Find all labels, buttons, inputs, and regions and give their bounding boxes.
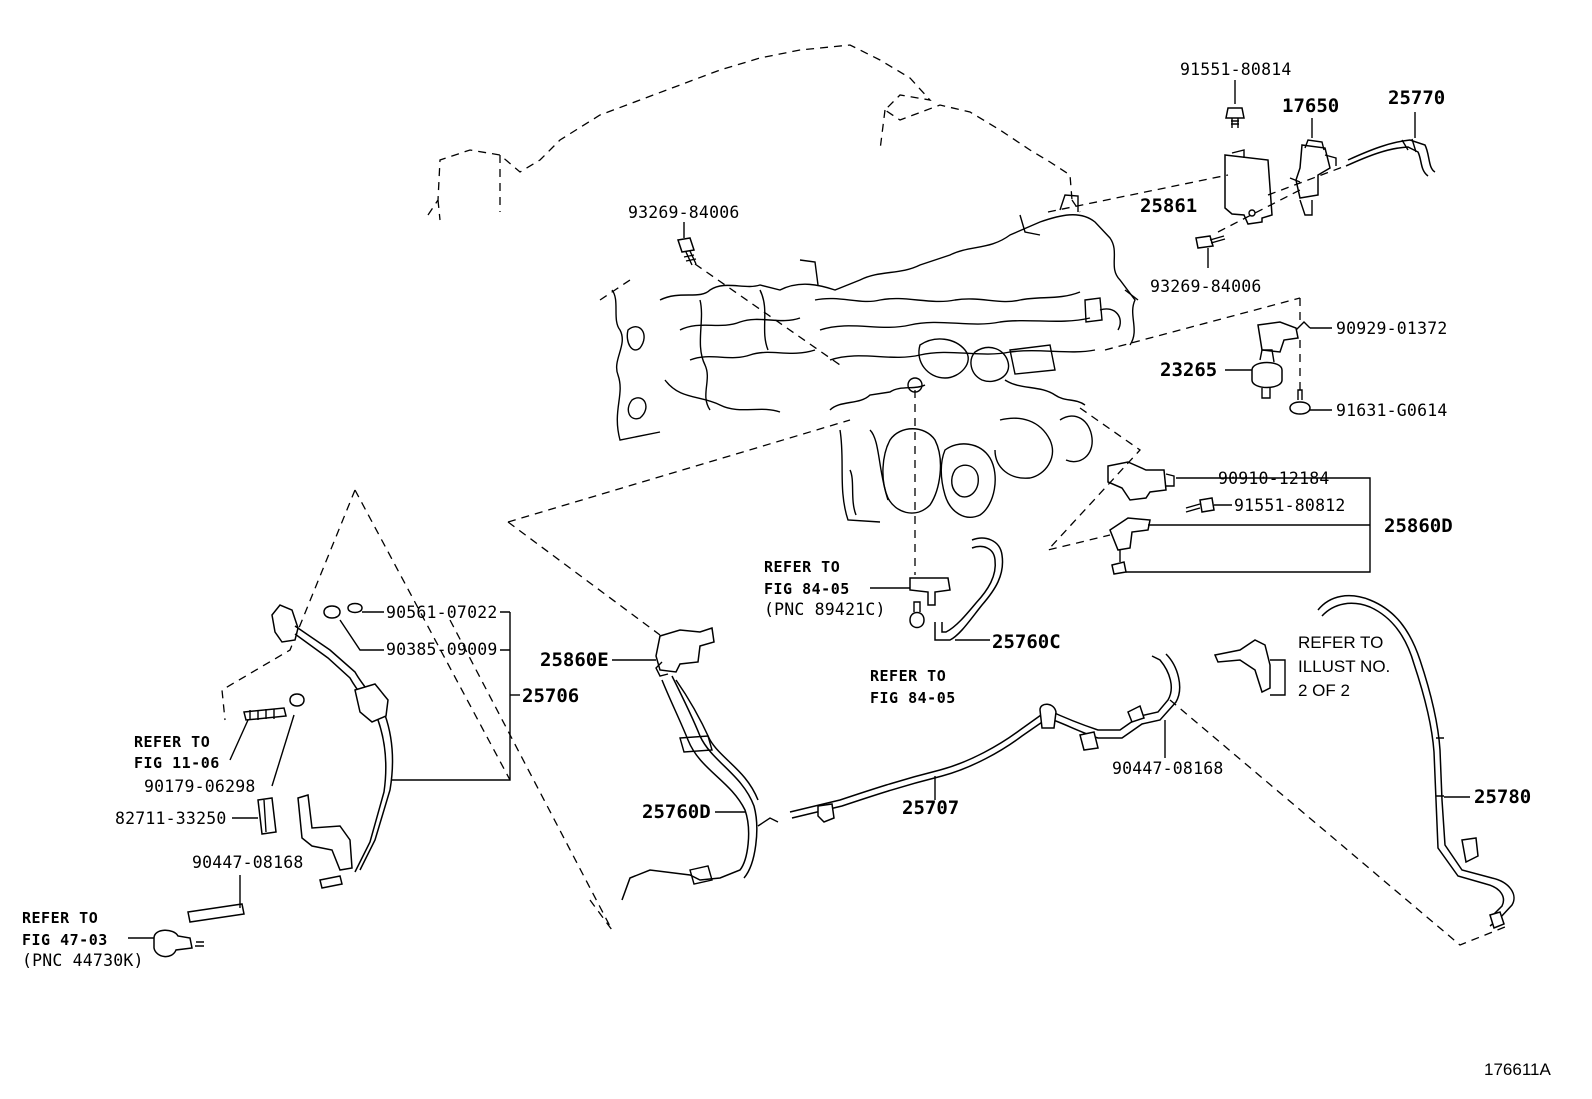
bolt-93269-84006-left — [677, 237, 695, 253]
bolt-25860D — [1111, 561, 1127, 575]
engine-block — [611, 194, 1139, 523]
ref-illust-line3: 2 OF 2 — [1298, 681, 1350, 700]
figure-id: 176611A — [1484, 1060, 1551, 1079]
bracket-25861 — [1224, 154, 1273, 225]
ref-84-05-a-line3: (PNC 89421C) — [764, 600, 886, 619]
label-91631-g0614: 91631-G0614 — [1336, 401, 1447, 420]
label-90179-06298: 90179-06298 — [144, 777, 255, 796]
nut-90385-09009 — [323, 605, 341, 619]
label-90561-07022: 90561-07022 — [386, 603, 497, 622]
label-91551-80812: 91551-80812 — [1234, 496, 1345, 515]
group-25707 — [789, 653, 1511, 946]
hose-25780 — [1317, 594, 1515, 927]
group-23265 — [1104, 297, 1332, 415]
ref-84-05-a-line2: FIG 84-05 — [764, 580, 850, 598]
label-25861: 25861 — [1140, 195, 1197, 217]
bolt-93269-84006-left-group — [677, 222, 841, 366]
label-25760D: 25760D — [642, 801, 711, 823]
bracket-illust — [1213, 639, 1271, 694]
fitting-89421C — [909, 577, 951, 606]
label-82711-33250: 82711-33250 — [115, 809, 226, 828]
group-25706 — [128, 489, 613, 958]
ref-11-06-line1: REFER TO — [134, 733, 210, 751]
group-25760C — [870, 390, 1004, 641]
ref-illust-line1: REFER TO — [1298, 633, 1383, 652]
label-17650: 17650 — [1282, 95, 1339, 117]
label-90385-09009: 90385-09009 — [386, 640, 497, 659]
bracket-25706-mid — [297, 794, 353, 871]
fitting-84-05-b — [909, 611, 925, 629]
ref-illust-line2: ILLUST NO. — [1298, 657, 1390, 676]
label-90929-01372: 90929-01372 — [1336, 319, 1447, 338]
filter-23265 — [1251, 361, 1283, 389]
bolt-91551-80814 — [1225, 107, 1245, 119]
group-25860D — [1046, 407, 1371, 575]
ref-47-03-line2: FIG 47-03 — [22, 931, 108, 949]
label-23265: 23265 — [1160, 359, 1217, 381]
bolt-93269-84006-right — [1195, 235, 1214, 249]
bracket-25860D — [1109, 517, 1151, 551]
label-93269-84006-a: 93269-84006 — [628, 203, 739, 222]
tube-25707 — [789, 655, 1172, 813]
label-25707: 25707 — [902, 797, 959, 819]
label-90910-12184: 90910-12184 — [1218, 469, 1329, 488]
ref-84-05-a-line1: REFER TO — [764, 558, 840, 576]
label-90447-08168-b: 90447-08168 — [1112, 759, 1223, 778]
hose-25770 — [1347, 139, 1436, 173]
hose-90447-08168-a — [187, 903, 245, 923]
label-25770: 25770 — [1388, 87, 1445, 109]
reference-notes: REFER TO FIG 84-05 (PNC 89421C) REFER TO… — [22, 558, 1390, 970]
washer-90561-07022 — [347, 602, 363, 614]
bracket-group-top-right — [1047, 80, 1436, 268]
ref-47-03-line1: REFER TO — [22, 909, 98, 927]
label-25860E: 25860E — [540, 649, 609, 671]
stud-90179-06298 — [243, 707, 287, 721]
vsv-25860E — [655, 627, 715, 673]
callout-labels: 91551-80814 17650 25770 93269-84006 2586… — [115, 60, 1551, 1079]
label-90447-08168-a: 90447-08168 — [192, 853, 303, 872]
ref-11-06-line2: FIG 11-06 — [134, 754, 220, 772]
ref-47-03-line3: (PNC 44730K) — [22, 951, 144, 970]
bracket-90929-01372 — [1257, 321, 1299, 353]
bracket-25706-top — [271, 604, 299, 643]
ref-84-05-b-line1: REFER TO — [870, 667, 946, 685]
vsv-90910-12184 — [1107, 461, 1167, 501]
group-25860E — [507, 419, 851, 931]
bolt-91631-g0614 — [1289, 401, 1311, 415]
label-93269-84006-b: 93269-84006 — [1150, 277, 1261, 296]
group-25780 — [1213, 594, 1515, 929]
hose-25760C — [934, 537, 1004, 641]
label-25780: 25780 — [1474, 786, 1531, 808]
label-25860D: 25860D — [1384, 515, 1453, 537]
hose-25760D — [621, 679, 750, 901]
label-25760C: 25760C — [992, 631, 1061, 653]
engine-outline — [427, 44, 1081, 301]
bolt-91551-80812 — [1199, 497, 1215, 513]
ref-84-05-b-line2: FIG 84-05 — [870, 689, 956, 707]
vsv-17650 — [1295, 144, 1331, 199]
label-25706: 25706 — [522, 685, 579, 707]
clamp-82711-33250 — [257, 797, 277, 835]
label-91551-80814: 91551-80814 — [1180, 60, 1291, 79]
fitting-44730K — [153, 929, 193, 958]
